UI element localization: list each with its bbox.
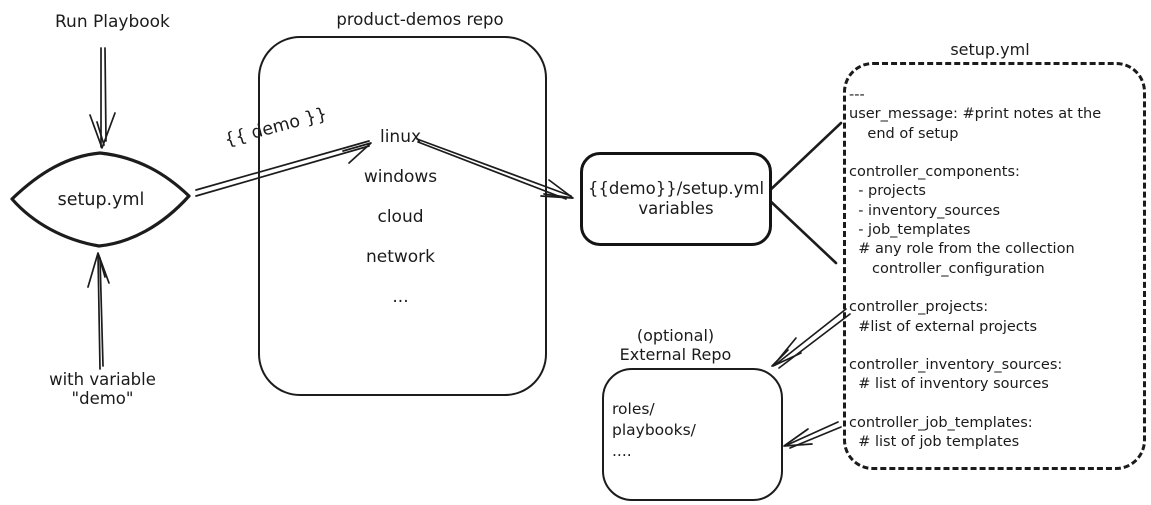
text-line: controller_job_templates: <box>849 415 1033 432</box>
variables-box-line1: {{demo}}/setup.yml <box>587 179 765 198</box>
product-demos-repo-title: product-demos repo <box>336 10 504 29</box>
with-variable-label: with variable "demo" <box>35 370 170 408</box>
text-line: end of setup <box>849 125 959 142</box>
run-playbook-label: Run Playbook <box>55 12 170 32</box>
arrow-run-playbook <box>89 47 116 149</box>
text-line: - job_templates <box>849 222 971 239</box>
product-demos-repo-items: linux windows cloud network... <box>308 117 493 317</box>
text-line: network <box>365 247 436 267</box>
text-line <box>849 144 1137 163</box>
with-variable-line2: "demo" <box>71 389 134 408</box>
text-line: controller_projects: <box>849 299 989 316</box>
demo-setup-yml-variables-box: {{demo}}/setup.yml variables <box>580 152 772 246</box>
setup-yml-diamond-label: setup.yml <box>57 190 145 210</box>
text-line: controller_inventory_sources: <box>849 357 1063 374</box>
text-line: --- <box>849 87 865 103</box>
text-line: windows <box>363 167 438 187</box>
text-line <box>849 337 1137 356</box>
variables-box-line2: variables <box>638 199 714 218</box>
fork-lines-variables-to-setup-yml <box>765 121 843 265</box>
arrow-with-variable <box>87 252 110 370</box>
text-line: user_message: #print notes at the <box>849 106 1102 123</box>
text-line: # list of job templates <box>849 434 1020 451</box>
arrow-to-external-repo-bottom <box>783 421 842 449</box>
external-repo-box <box>602 368 783 501</box>
external-repo-content: roles/playbooks/.... <box>612 399 772 462</box>
setup-yml-file-content: --- user_message: #print notes at the end… <box>849 86 1137 453</box>
text-line: ... <box>392 287 409 307</box>
text-line: roles/ <box>612 400 655 418</box>
product-demos-repo-box <box>258 36 547 396</box>
text-line: playbooks/ <box>612 421 696 439</box>
text-line: - inventory_sources <box>849 202 1001 219</box>
external-repo-title-line1: (optional) <box>636 326 715 345</box>
text-line: controller_components: <box>849 164 1020 181</box>
text-line: - projects <box>849 183 926 200</box>
text-line: controller_configuration <box>849 260 1045 277</box>
text-line <box>849 395 1137 414</box>
with-variable-line1: with variable <box>49 370 156 389</box>
text-line: linux <box>379 127 422 147</box>
text-line <box>849 279 1137 298</box>
text-line: # list of inventory sources <box>849 376 1049 393</box>
setup-yml-file-title: setup.yml <box>950 40 1030 59</box>
arrow-to-external-repo-top <box>771 308 851 369</box>
setup-yml-file-box <box>843 62 1146 470</box>
text-line: cloud <box>377 207 424 227</box>
text-line: #list of external projects <box>849 318 1038 335</box>
external-repo-title-line2: External Repo <box>619 345 732 364</box>
text-line: # any role from the collection <box>849 241 1075 258</box>
text-line: .... <box>612 442 632 460</box>
external-repo-title: (optional) External Repo <box>593 326 758 364</box>
